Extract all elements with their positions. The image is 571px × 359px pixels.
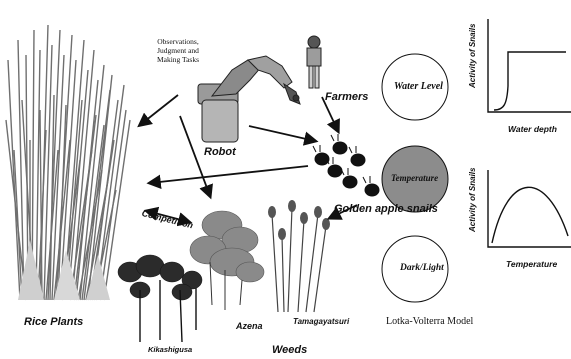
water-graph-xlabel: Water depth bbox=[508, 125, 557, 134]
water-level-label: Water Level bbox=[394, 82, 443, 92]
kikashigusa-label: Kikashigusa bbox=[148, 346, 192, 354]
temperature-circle-label: Temperature bbox=[391, 174, 438, 183]
temp-graph-curve bbox=[492, 187, 568, 243]
robot-illustration bbox=[198, 56, 300, 142]
observations-label: Observations, Judgment and Making Tasks bbox=[146, 37, 210, 64]
rice-plants-label: Rice Plants bbox=[24, 317, 83, 328]
golden-apple-snails-label: Golden apple snails bbox=[334, 204, 438, 215]
tamagayatsuri-label: Tamagayatsuri bbox=[293, 318, 349, 326]
tamagayatsuri-weed-illustration bbox=[268, 200, 330, 312]
rice-plants-illustration bbox=[6, 25, 130, 300]
lotka-volterra-model-label: Lotka-Volterra Model bbox=[386, 317, 473, 327]
golden-apple-snails-illustration bbox=[313, 134, 379, 196]
kikashigusa-weed-illustration bbox=[118, 255, 202, 342]
water-graph-ylabel: Activity of Snails bbox=[469, 24, 477, 88]
farmer-illustration bbox=[307, 36, 321, 88]
water-graph-curve bbox=[494, 52, 566, 110]
temp-graph-xlabel: Temperature bbox=[506, 260, 557, 269]
temp-graph-ylabel: Activity of Snails bbox=[469, 168, 477, 232]
dark-light-label: Dark/Light bbox=[400, 264, 444, 274]
farmers-label: Farmers bbox=[325, 92, 368, 103]
azena-label: Azena bbox=[236, 322, 263, 331]
water-graph-axes bbox=[488, 19, 571, 112]
temp-graph-axes bbox=[488, 170, 571, 247]
water-depth-graph bbox=[488, 19, 571, 112]
robot-label: Robot bbox=[204, 147, 236, 158]
azena-weed-illustration bbox=[190, 211, 264, 310]
temperature-graph bbox=[488, 170, 571, 247]
weeds-label: Weeds bbox=[272, 345, 307, 356]
